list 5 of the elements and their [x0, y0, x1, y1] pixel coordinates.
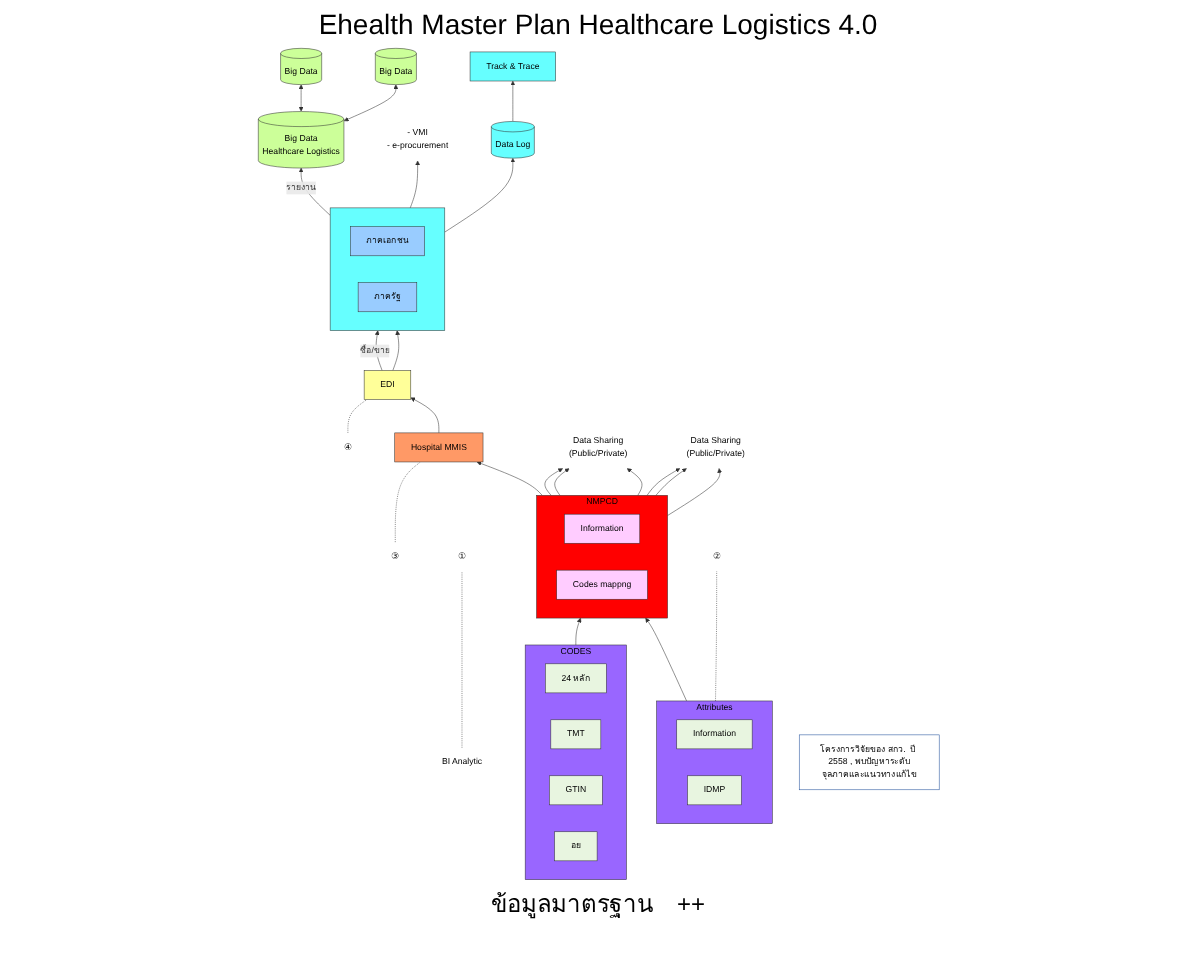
note-text: ข้อมูลมาตรฐาน [490, 890, 653, 918]
note-text: ++ [676, 890, 705, 918]
cluster [329, 207, 445, 331]
connector [714, 570, 717, 702]
diagram-title: Ehealth Master Plan Healthcare Logistics 4.0 [316, 8, 880, 40]
